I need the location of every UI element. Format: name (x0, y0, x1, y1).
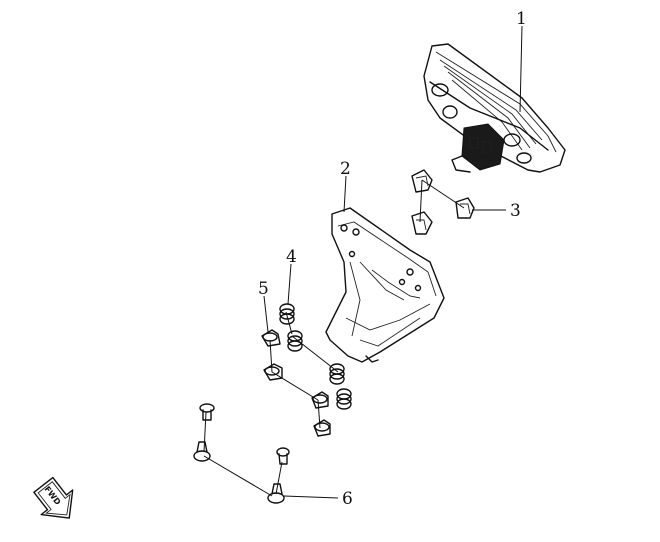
grommet-3a (411, 169, 433, 193)
bolt-6d (267, 483, 285, 504)
callout-6: 6 (283, 489, 353, 509)
grommet-3c (411, 211, 433, 235)
grommet-set-3 (411, 169, 475, 235)
callout-2: 2 (340, 159, 351, 213)
bolt-6a (199, 403, 215, 421)
callout-4: 4 (286, 247, 297, 305)
mount-4a (279, 303, 295, 325)
grommet-3b (455, 197, 475, 219)
mount-4b (287, 330, 303, 352)
forward-arrow-icon: FWD (33, 476, 74, 519)
callout-3: 3 (472, 201, 521, 221)
collar-5a (261, 329, 281, 347)
callout-label-3: 3 (510, 201, 521, 221)
mount-4c (329, 363, 345, 385)
collar-set-5 (261, 329, 331, 437)
callout-label-1: 1 (516, 9, 527, 29)
forward-label: FWD (42, 485, 62, 507)
mount-4d (336, 388, 352, 410)
bolt-6c (276, 447, 290, 465)
callout-label-6: 6 (342, 489, 353, 509)
callout-label-4: 4 (286, 247, 297, 267)
bolt-6b (193, 441, 211, 462)
bolt-set-6 (193, 403, 290, 504)
instrument-cluster-part (423, 43, 566, 173)
callout-5: 5 (258, 279, 269, 333)
callout-label-2: 2 (340, 159, 351, 179)
cluster-bracket-part (325, 207, 445, 363)
collar-5b (263, 363, 283, 381)
collar-5d (313, 419, 331, 437)
callout-1: 1 (516, 9, 527, 113)
rubber-mount-set-4 (279, 303, 352, 410)
callout-label-5: 5 (258, 279, 269, 299)
collar-5c (311, 391, 329, 409)
